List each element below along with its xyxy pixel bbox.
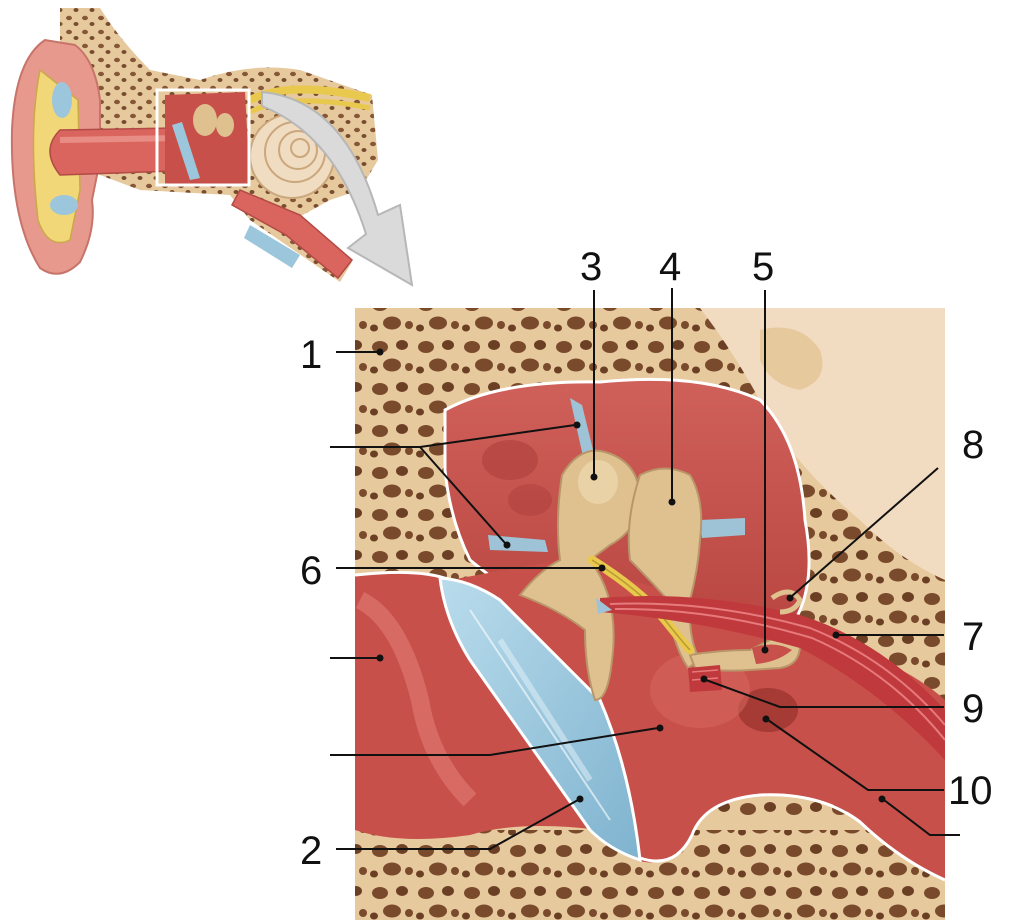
label-2: 2 [300, 829, 322, 873]
middle-ear-detail [355, 308, 945, 920]
zoom-arrow [261, 90, 414, 287]
leader-lines [330, 288, 960, 850]
label-3: 3 [580, 245, 602, 289]
round-window [738, 688, 798, 732]
inner-ear-tissue [700, 308, 945, 580]
label-9: 9 [962, 687, 984, 731]
label-7: 7 [962, 615, 984, 659]
number-labels: 1 2 3 4 5 6 7 8 9 10 [300, 245, 993, 873]
posterior-ligament [700, 518, 745, 538]
tensor-tympani-muscle [596, 596, 945, 760]
label-1: 1 [300, 333, 322, 377]
malleus [518, 449, 642, 702]
overview-inset-frame [155, 88, 251, 187]
label-8: 8 [962, 423, 984, 467]
stapedius-tendon-loop [770, 589, 803, 615]
external-auditory-canal [355, 572, 600, 839]
label-5: 5 [752, 245, 774, 289]
label-4: 4 [659, 245, 681, 289]
label-10: 10 [948, 769, 993, 813]
overview-eustachian-tube [230, 189, 354, 280]
label-6: 6 [300, 549, 322, 593]
